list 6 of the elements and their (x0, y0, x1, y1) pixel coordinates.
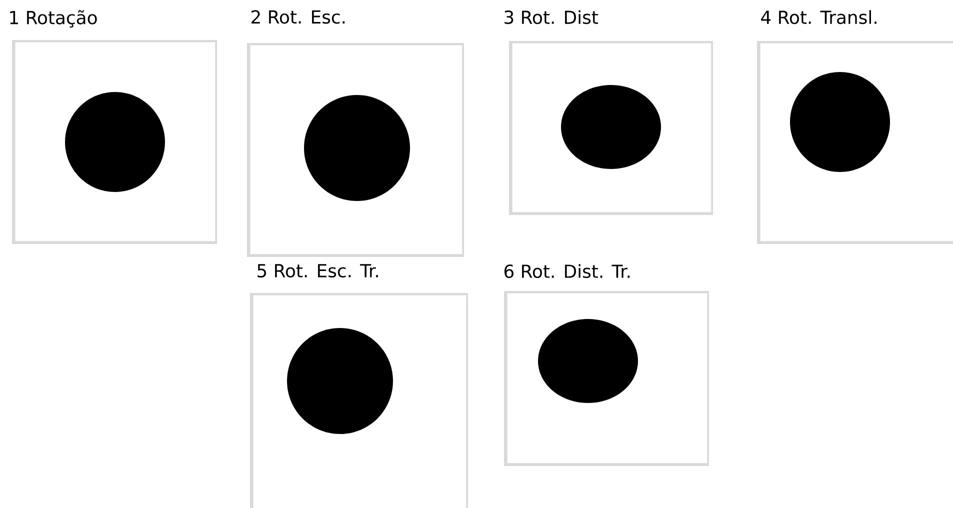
panel-heading: 4 Rot. Transl. (761, 10, 876, 24)
panel-heading: 2 Rot. Esc. (252, 10, 345, 24)
panel-heading: 1 Rotação (10, 10, 97, 28)
panel-heading: 6 Rot. Dist. Tr. (504, 264, 630, 278)
panel-heading: 5 Rot. Esc. Tr. (258, 264, 378, 278)
panel-heading: 3 Rot. Dist (504, 10, 598, 24)
